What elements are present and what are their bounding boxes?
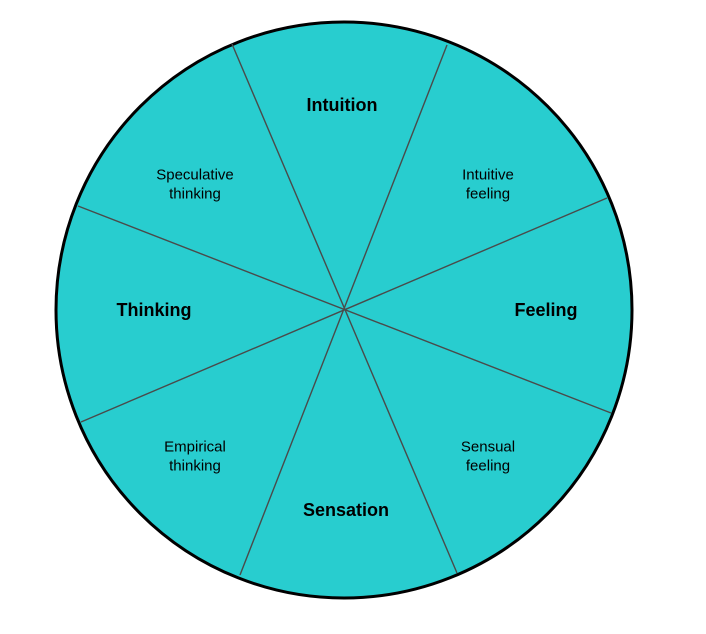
segment-label-line: feeling: [466, 185, 510, 202]
segment-label-line: feeling: [466, 457, 510, 474]
segment-label-speculative-thinking: Speculative thinking: [156, 166, 234, 202]
divider-line: [77, 205, 612, 414]
segment-label-sensation: Sensation: [303, 500, 389, 520]
segment-label-line: Intuitive: [462, 166, 514, 183]
segment-label-thinking: Thinking: [117, 300, 192, 320]
segment-label-feeling: Feeling: [514, 300, 577, 320]
segment-label-intuitive-feeling: Intuitive feeling: [462, 166, 514, 202]
segment-label-line: Speculative: [156, 166, 234, 183]
segment-label-empirical-thinking: Empirical thinking: [164, 438, 226, 474]
segment-label-line: thinking: [169, 457, 221, 474]
segment-label-intuition: Intuition: [307, 95, 378, 115]
segment-label-line: Empirical: [164, 438, 226, 455]
segment-label-line: Thinking: [117, 300, 192, 320]
segment-label-line: Intuition: [307, 95, 378, 115]
wheel-dividers: [77, 43, 612, 576]
segment-label-line: thinking: [169, 185, 221, 202]
segment-label-line: Sensual: [461, 438, 515, 455]
segment-label-line: Feeling: [514, 300, 577, 320]
segment-label-line: Sensation: [303, 500, 389, 520]
segment-label-sensual-feeling: Sensual feeling: [461, 438, 515, 474]
